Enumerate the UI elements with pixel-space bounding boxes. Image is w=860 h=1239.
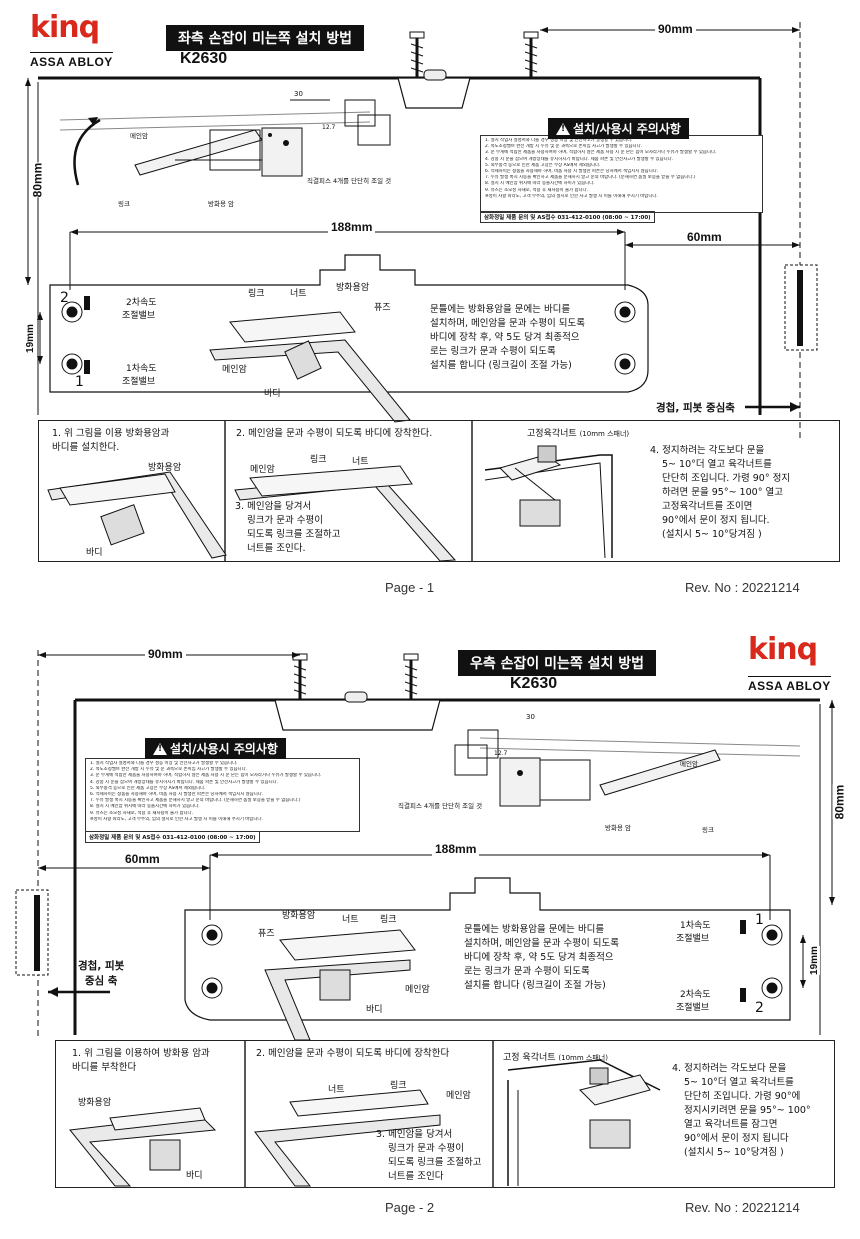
dim-30: 30 [526,713,535,721]
valve-number-2: 2 [755,1000,764,1016]
dim-188mm: 188mm [328,220,376,234]
valve-2-label: 2차속도 [680,990,711,1000]
step-2-text: 2. 메인암을 문과 수평이 되도록 바디에 장착한다 [256,1048,450,1059]
revision: Rev. No : 20221214 [685,580,800,595]
step-2-link: 링크 [390,1081,407,1091]
valve-1-label-2: 조절밸브 [122,377,156,387]
diagram-fuse: 퓨즈 [258,929,275,939]
step-2-nut: 너트 [328,1085,345,1095]
step-2-main-arm: 메인암 [446,1091,471,1101]
valve-number-2: 2 [60,290,69,306]
step-2-main-arm: 메인암 [250,465,275,475]
diagram-bracket: 방화용암 [282,911,316,921]
page-1: kinq ASSA ABLOY 좌측 손잡이 미는쪽 설치 방법 K2630 [0,0,860,612]
axis-label: 경첩, 피봇 중심축 [656,402,735,414]
dim-60mm: 60mm [122,852,163,866]
diagram-bracket: 방화용암 [336,283,370,293]
label-screw-note: 직결피스 4개를 단단히 조일 것 [307,177,392,185]
label-bracket-arm: 방화용 암 [605,824,631,832]
step-1-body: 바디 [86,548,103,558]
diagram-body: 바디 [366,1005,383,1015]
warning-box: 1. 설치 작업자 설명서와 다를 경우 성능 이상 및 안전사고가 발생할 수… [480,135,763,213]
label-link: 링크 [118,200,130,208]
valve-number-1: 1 [755,912,764,928]
revision: Rev. No : 20221214 [685,1200,800,1215]
warning-title: 설치/사용시 주의사항 [145,738,286,759]
dim-12-7: 12.7 [322,124,336,131]
label-main-arm: 메인암 [680,760,698,768]
model-number: K2630 [180,50,228,67]
diagram-main-arm: 메인암 [405,985,430,995]
diagram-nut: 너트 [342,915,359,925]
dim-90mm: 90mm [145,647,186,661]
steps-box [55,1040,835,1188]
warning-contact: 삼화정밀 제품 문의 및 AS접수 031-412-0100 (08:00 ~ … [480,211,655,223]
valve-2-label-2: 조절밸브 [676,1003,710,1013]
step-2-nut: 너트 [352,457,369,467]
diagram-body: 바디 [264,389,281,399]
dim-90mm: 90mm [655,22,696,36]
installation-drawing [15,650,835,1041]
warning-icon [556,123,570,135]
step-4-nut: 고정육각너트 (10mm 스패너) [527,429,630,439]
label-screw-note: 직결피스 4개를 단단히 조일 것 [398,802,483,810]
warning-box: 1. 설치 작업자 설명서와 다를 경우 성능 이상 및 안전사고가 발생할 수… [85,758,360,832]
installation-drawing [25,22,818,440]
page-number: Page - 1 [385,580,435,595]
page-title: 좌측 손잡이 미는쪽 설치 방법 [166,25,365,51]
diagram-main-arm: 메인암 [222,365,247,375]
label-bracket-arm: 방화용 암 [208,200,234,208]
step-2-link: 링크 [310,455,327,465]
model-number: K2630 [510,675,558,692]
step-4-text: 4. 정지하려는 각도보다 문을 5~ 10°더 열고 육각너트를 단단히 조입… [650,445,791,540]
valve-1-label: 1차속도 [126,364,157,374]
step-2-text: 2. 메인암을 문과 수평이 되도록 바디에 장착한다. [236,428,433,439]
step-1-bracket: 방화용암 [148,463,182,473]
step-4-text: 4. 정지하려는 각도보다 문을 5~ 10°더 열고 육각너트를 단단히 조입… [672,1063,811,1158]
valve-2-label-2: 조절밸브 [122,311,156,321]
steps-drawing [47,421,613,562]
page-2: kinq ASSA ABLOY 우측 손잡이 미는쪽 설치 방법 K2630 [0,620,860,1239]
step-4-nut: 고정 육각너트 (10mm 스패너) [503,1053,608,1063]
dim-30: 30 [294,90,303,98]
dim-188mm: 188mm [432,842,480,856]
steps-drawing [69,1041,661,1187]
dim-12-7: 12.7 [494,750,508,757]
warning-title: 설치/사용시 주의사항 [548,118,689,139]
brand-logo: kinq [30,10,100,45]
step-1-body: 바디 [186,1171,203,1181]
valve-1-label: 1차속도 [680,921,711,931]
steps-box [38,420,840,562]
diagram-nut: 너트 [290,289,307,299]
warning-icon [153,743,167,755]
brand-sub: ASSA ABLOY [748,676,831,693]
diagram-link: 링크 [380,915,397,925]
brand-logo: kinq [748,632,818,667]
warning-contact: 삼화정밀 제품 문의 및 AS접수 031-412-0100 (08:00 ~ … [85,831,260,843]
label-main-arm: 메인암 [130,132,148,140]
dim-60mm: 60mm [684,230,725,244]
brand-sub: ASSA ABLOY [30,52,113,69]
valve-number-1: 1 [75,374,84,390]
page-number: Page - 2 [385,1200,435,1215]
page-title: 우측 손잡이 미는쪽 설치 방법 [458,650,657,676]
label-link: 링크 [702,826,714,834]
valve-2-label: 2차속도 [126,298,157,308]
valve-1-label-2: 조절밸브 [676,934,710,944]
diagram-link: 링크 [248,289,265,299]
diagram-fuse: 퓨즈 [374,303,391,313]
step-1-bracket: 방화용암 [78,1098,112,1108]
